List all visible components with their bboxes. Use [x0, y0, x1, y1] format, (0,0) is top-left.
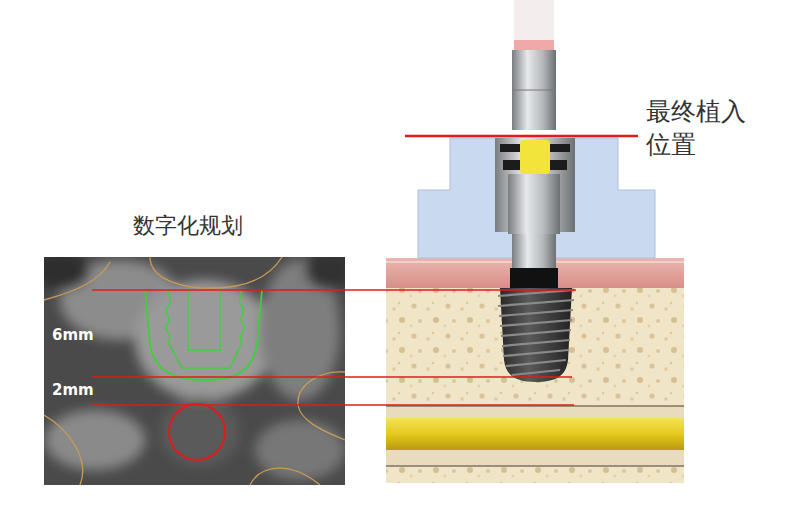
image-heading: 数字化规划 — [133, 212, 243, 241]
position-label: 最终植入 位置 — [646, 96, 754, 161]
dimension-label: 6mm — [52, 326, 94, 346]
dimension-label: 2mm — [52, 381, 94, 401]
